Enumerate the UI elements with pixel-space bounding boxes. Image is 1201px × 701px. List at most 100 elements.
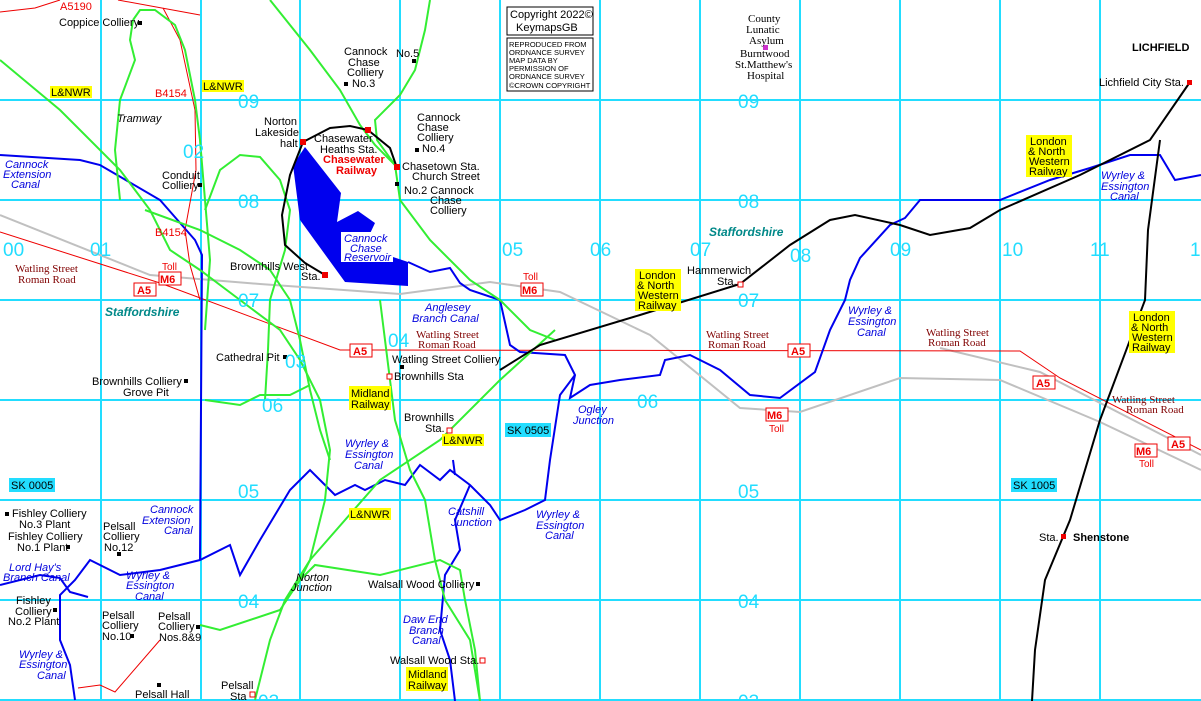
map-label: Railway [336,165,378,177]
map-label: Cannock [5,159,49,171]
map-label: Junction [572,415,614,427]
map-label: Watling Street [15,263,78,275]
grid-northing-03: 03 [258,692,279,701]
place-labels: LICHFIELD Shenstone County Lunatic Asylu… [735,13,1189,544]
map-label: Chase [430,195,462,207]
grid-ref-sk1005: SK 1005 [1011,478,1057,492]
map-label: Sta. [1039,532,1059,544]
grid-easting-06: 06 [590,240,611,261]
map-label: Midland [408,669,447,681]
map-label: No.4 [422,143,445,155]
map-label: Essington [1101,181,1149,193]
map-label: Conduit [162,170,200,182]
map-label: Cannock [417,112,461,124]
map-label: Toll [769,424,784,435]
a5-shield: A5 [787,343,811,358]
map-label: Copyright 2022© [510,9,593,21]
map-label: Essington [19,659,67,671]
map-label: Canal [354,460,383,472]
map-label: London [1030,136,1067,148]
map-label: Essington [345,449,393,461]
map-label: Wyrley & [848,305,892,317]
map-label: Cannock [344,46,388,58]
map-label: Canal [857,327,886,339]
road-b4154-label: B4154 [155,88,187,100]
map-label: L&NWR [350,509,390,521]
grid-northing-06: 06 [262,396,283,417]
map-label: No.2 Cannock [404,185,474,197]
grid-northing-05: 05 [238,482,259,503]
map-label: Sta. [301,271,321,283]
map-label: Norton [296,572,329,584]
map-label: Fishley Colliery [8,531,83,543]
map-label: Tramway [117,113,163,125]
grid-easting-03: 03 [285,352,306,373]
map-label: & North [1131,322,1168,334]
map-label: SK 1005 [1013,480,1055,492]
map-label: Lunatic [746,24,780,36]
map-label: Brownhills West [230,261,308,273]
map-label: PERMISSION OF [509,64,569,73]
map-label: No.10 [102,631,131,643]
shenstone-label: Shenstone [1073,532,1129,544]
map-label: Daw End [403,614,449,626]
map-label: Roman Road [1126,404,1184,416]
map-label: Walsall Wood Colliery [368,579,475,591]
map-label: Lord Hay's [9,562,62,574]
map-label: Fishley [16,595,51,607]
map-label: & North [637,280,674,292]
map-label: Watling Street [416,329,479,341]
road-b4154-label: B4154 [155,227,187,239]
canals [0,154,1201,701]
map-label: Extension [142,515,190,527]
map-label: L&NWR [51,87,91,99]
grid-northing-08-east: 08 [738,192,759,213]
map-label: Roman Road [18,274,76,286]
grid-northing-07: 07 [238,291,259,312]
map-label: No.1 Plant [17,542,68,554]
map-label: Pelsall [102,610,134,622]
map-label: Junction [450,517,492,529]
map-label: Canal [1110,191,1139,203]
map-label: Essington [536,520,584,532]
map-label: Pelsall [221,680,253,692]
map-label: Colliery [162,180,199,192]
map-label: Canal [412,635,441,647]
map-label: Railway [408,680,447,692]
grid-easting-02: 02 [183,142,204,163]
grid-easting-00: 00 [3,240,24,261]
map-label: Roman Road [708,339,766,351]
map-label: Cannock [150,504,194,516]
map-label: Brownhills Sta [394,371,465,383]
grid-numbers: 00 01 02 03 04 05 06 07 08 09 10 11 1 09… [3,92,1201,701]
map-label: No.3 [352,78,375,90]
map-label: M6 [522,285,537,297]
map-label: Railway [351,399,390,411]
map-label: Coppice Colliery [59,17,140,29]
map-markers [5,21,1192,698]
road-labels: A5190 B4154 B4154 A5 M6 Toll M6 Toll A5 … [60,1,1191,470]
grid-northing-08: 08 [238,192,259,213]
map-label: Wyrley & [345,438,389,450]
grid-easting-05: 05 [502,240,523,261]
map-label: Canal [11,179,40,191]
a5-shield: A5 [1032,375,1056,390]
map-label: Hammerwich [687,265,751,277]
map-label: M6 [160,274,175,286]
map-label: Pelsall [103,521,135,533]
map-label: Pelsall [158,611,190,623]
grid-easting-01: 01 [90,240,111,261]
map-label: Junction [290,582,332,594]
map-label: Sta. [717,276,737,288]
map-label: Colliery [417,132,454,144]
map-label: Brownhills Colliery [92,376,182,388]
map-label: M6 [767,410,782,422]
map-label: KeymapsGB [516,22,578,34]
map-label: Wyrley & [536,509,580,521]
map-label: Anglesey [424,302,472,314]
map-label: Colliery [158,621,195,633]
